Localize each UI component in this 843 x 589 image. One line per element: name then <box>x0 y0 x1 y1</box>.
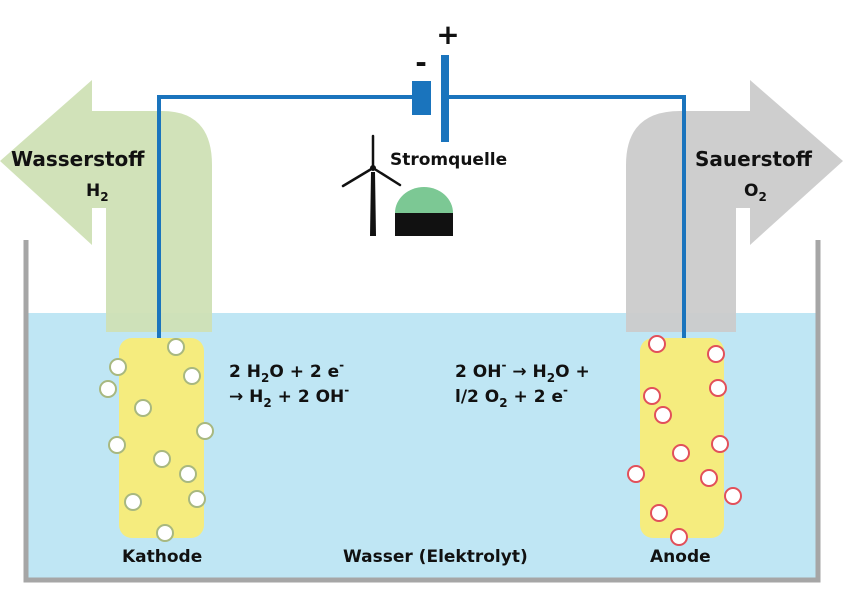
cathode-gas-bubble <box>179 465 197 483</box>
anode-reaction-line-2: l/2 O2 + 2 e- <box>455 383 568 410</box>
oxygen-outlet-arrow <box>626 80 843 332</box>
cathode-bubbles <box>99 338 214 542</box>
cathode-reaction-line-2: → H2 + 2 OH- <box>229 383 349 410</box>
anode-bubbles <box>627 335 742 546</box>
anode-wire <box>446 95 686 338</box>
anode-label: Anode <box>650 547 711 567</box>
anode-gas-bubble <box>648 335 666 353</box>
cathode-label: Kathode <box>122 547 202 567</box>
cathode-gas-bubble <box>99 380 117 398</box>
cathode-gas-bubble <box>124 493 142 511</box>
anode-gas-bubble <box>707 345 725 363</box>
cathode-gas-bubble <box>183 367 201 385</box>
anode-gas-bubble <box>711 435 729 453</box>
hydrogen-formula: H2 <box>86 181 109 204</box>
anode-gas-bubble <box>709 379 727 397</box>
cathode-gas-bubble <box>134 399 152 417</box>
wind-turbine-icon <box>341 134 402 236</box>
cathode-gas-bubble <box>196 422 214 440</box>
battery-minus-sign: - <box>415 46 427 79</box>
anode-gas-bubble <box>670 528 688 546</box>
anode-gas-bubble <box>700 469 718 487</box>
cathode-wire <box>157 95 418 338</box>
anode-gas-bubble <box>643 387 661 405</box>
biogas-dome-icon <box>395 187 453 236</box>
battery-negative-plate <box>412 81 431 115</box>
oxygen-formula: O2 <box>744 181 767 204</box>
oxygen-label: Sauerstoff <box>695 147 813 171</box>
cathode-electrode <box>119 338 204 538</box>
hydrogen-outlet-arrow <box>0 80 212 332</box>
battery-plus-sign: + <box>436 18 459 51</box>
cathode-reaction-line-1: 2 H2O + 2 e- <box>229 358 344 385</box>
battery-positive-plate <box>441 55 449 142</box>
anode-gas-bubble <box>654 406 672 424</box>
anode-electrode <box>640 338 724 538</box>
cathode-gas-bubble <box>167 338 185 356</box>
anode-gas-bubble <box>650 504 668 522</box>
cathode-gas-bubble <box>188 490 206 508</box>
cathode-gas-bubble <box>153 450 171 468</box>
cathode-gas-bubble <box>108 436 126 454</box>
power-source-label: Stromquelle <box>390 150 507 170</box>
cathode-gas-bubble <box>109 358 127 376</box>
anode-gas-bubble <box>627 465 645 483</box>
electrolyte-label: Wasser (Elektrolyt) <box>343 547 528 567</box>
cathode-gas-bubble <box>156 524 174 542</box>
tank-outline <box>23 240 821 583</box>
hydrogen-label: Wasserstoff <box>11 147 145 171</box>
anode-reaction-line-1: 2 OH- → H2O + <box>455 358 590 385</box>
anode-gas-bubble <box>724 487 742 505</box>
anode-gas-bubble <box>672 444 690 462</box>
